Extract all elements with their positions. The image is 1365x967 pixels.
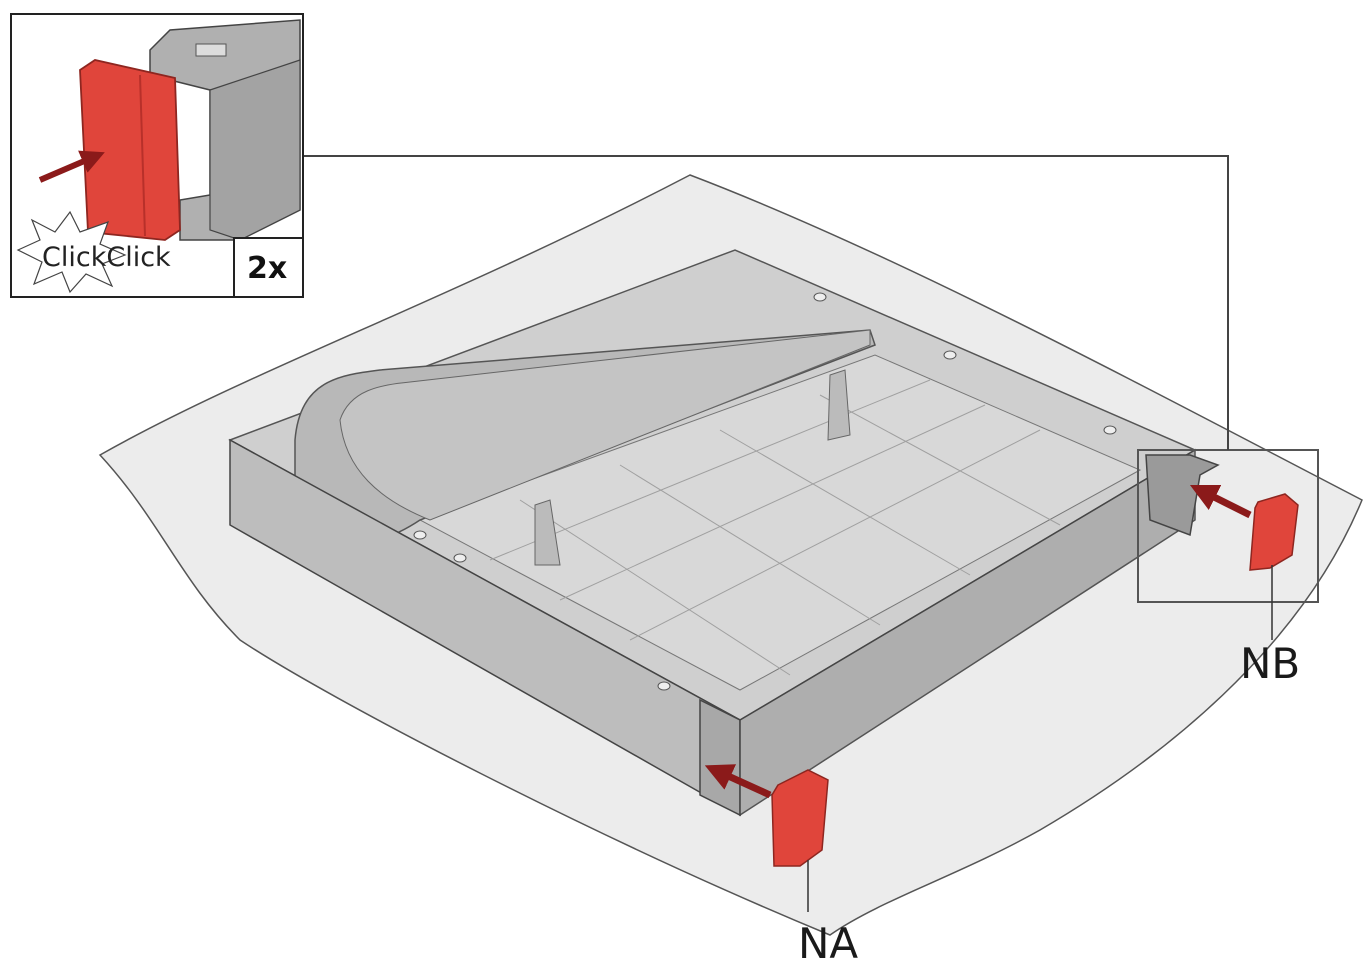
nb-socket [1145,454,1220,537]
inset-socket-face [209,59,301,241]
nb-part [1249,493,1299,571]
na-arrow [704,764,772,799]
label-nb: NB [1240,639,1300,688]
tray-front-end [699,698,741,817]
floor-grid [489,379,1061,676]
tray-lid-panel [339,329,871,521]
screw-holes [413,292,1117,691]
tray-floor [418,354,1142,691]
click-sound-text: ClickClick [42,242,171,273]
click-burst-icon [16,210,127,294]
inset-arrow [38,150,105,183]
nb-arrow [1189,484,1252,519]
inset-red-part [79,59,181,241]
inset-connector-line [303,155,1229,450]
multiplier-box [233,237,304,298]
tray [228,249,1197,817]
tray-corner-post-left [534,499,561,566]
na-part [771,769,829,867]
inset-detail: ClickClick 2x [10,13,304,298]
multiplier-text: 2x [247,251,287,286]
label-na: NA [798,919,858,962]
tray-corner-post-right [827,369,851,441]
